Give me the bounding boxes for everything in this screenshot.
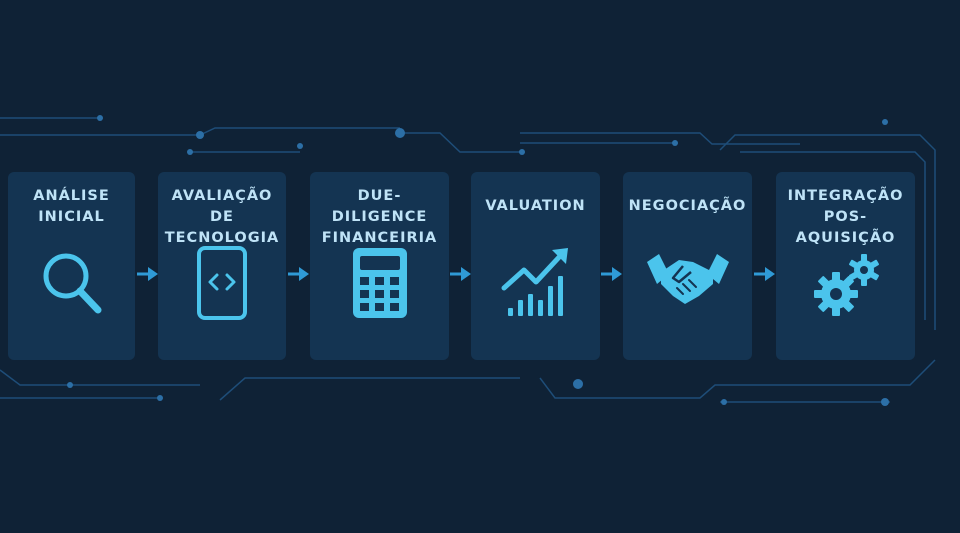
code-tablet-icon (197, 246, 247, 320)
step-title: VALUATION (485, 198, 586, 214)
calculator-icon (352, 248, 407, 318)
gears-icon (813, 254, 879, 316)
step-title: ANÁLISE INICIAL (33, 188, 110, 225)
arrow-right-icon (754, 267, 775, 281)
step-title: NEGOCIAÇÃO (628, 198, 747, 214)
step-card-negociacao: NEGOCIAÇÃO (623, 172, 752, 360)
arrow-right-icon (601, 267, 622, 281)
step-title: DUE-DILIGENCE FINANCEIRIA (321, 188, 438, 246)
handshake-icon (646, 254, 729, 304)
step-title: AVALIAÇÃO DE TECNOLOGIA (164, 188, 280, 246)
arrow-right-icon (137, 267, 158, 281)
step-title: INTEGRAÇÃO POS-AQUISIÇÃO (787, 188, 904, 246)
step-card-valuation: VALUATION (471, 172, 600, 360)
step-card-due-diligence: DUE-DILIGENCE FINANCEIRIA (310, 172, 449, 360)
growth-chart-icon (501, 248, 568, 316)
magnifier-icon (43, 253, 101, 314)
step-card-integracao: INTEGRAÇÃO POS-AQUISIÇÃO (776, 172, 915, 360)
arrow-right-icon (288, 267, 309, 281)
arrow-right-icon (450, 267, 471, 281)
step-card-avaliacao-tecnologia: AVALIAÇÃO DE TECNOLOGIA (158, 172, 286, 360)
step-card-analise-inicial: ANÁLISE INICIAL (8, 172, 135, 360)
